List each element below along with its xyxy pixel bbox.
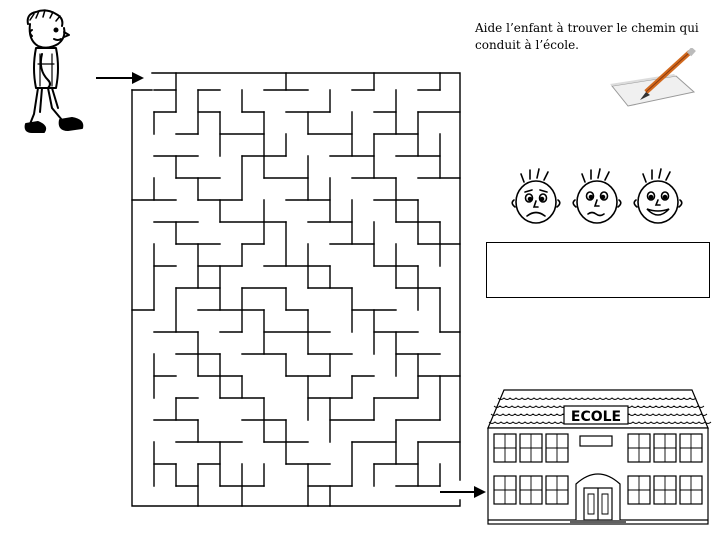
sad-face-icon[interactable] [511,168,561,224]
child-icon [24,9,84,133]
school-building-icon: ECOLE [487,389,712,525]
exit-arrow-icon [440,486,486,498]
worried-face-icon[interactable] [572,168,622,224]
happy-face-icon[interactable] [633,168,683,224]
answer-box[interactable] [486,242,710,298]
school-sign: ECOLE [571,409,621,425]
instruction-text: Aide l’enfant à trouver le chemin qui co… [475,21,699,52]
faces-group [511,168,683,224]
pencil-icon [610,48,696,107]
entry-arrow-icon [96,72,144,84]
